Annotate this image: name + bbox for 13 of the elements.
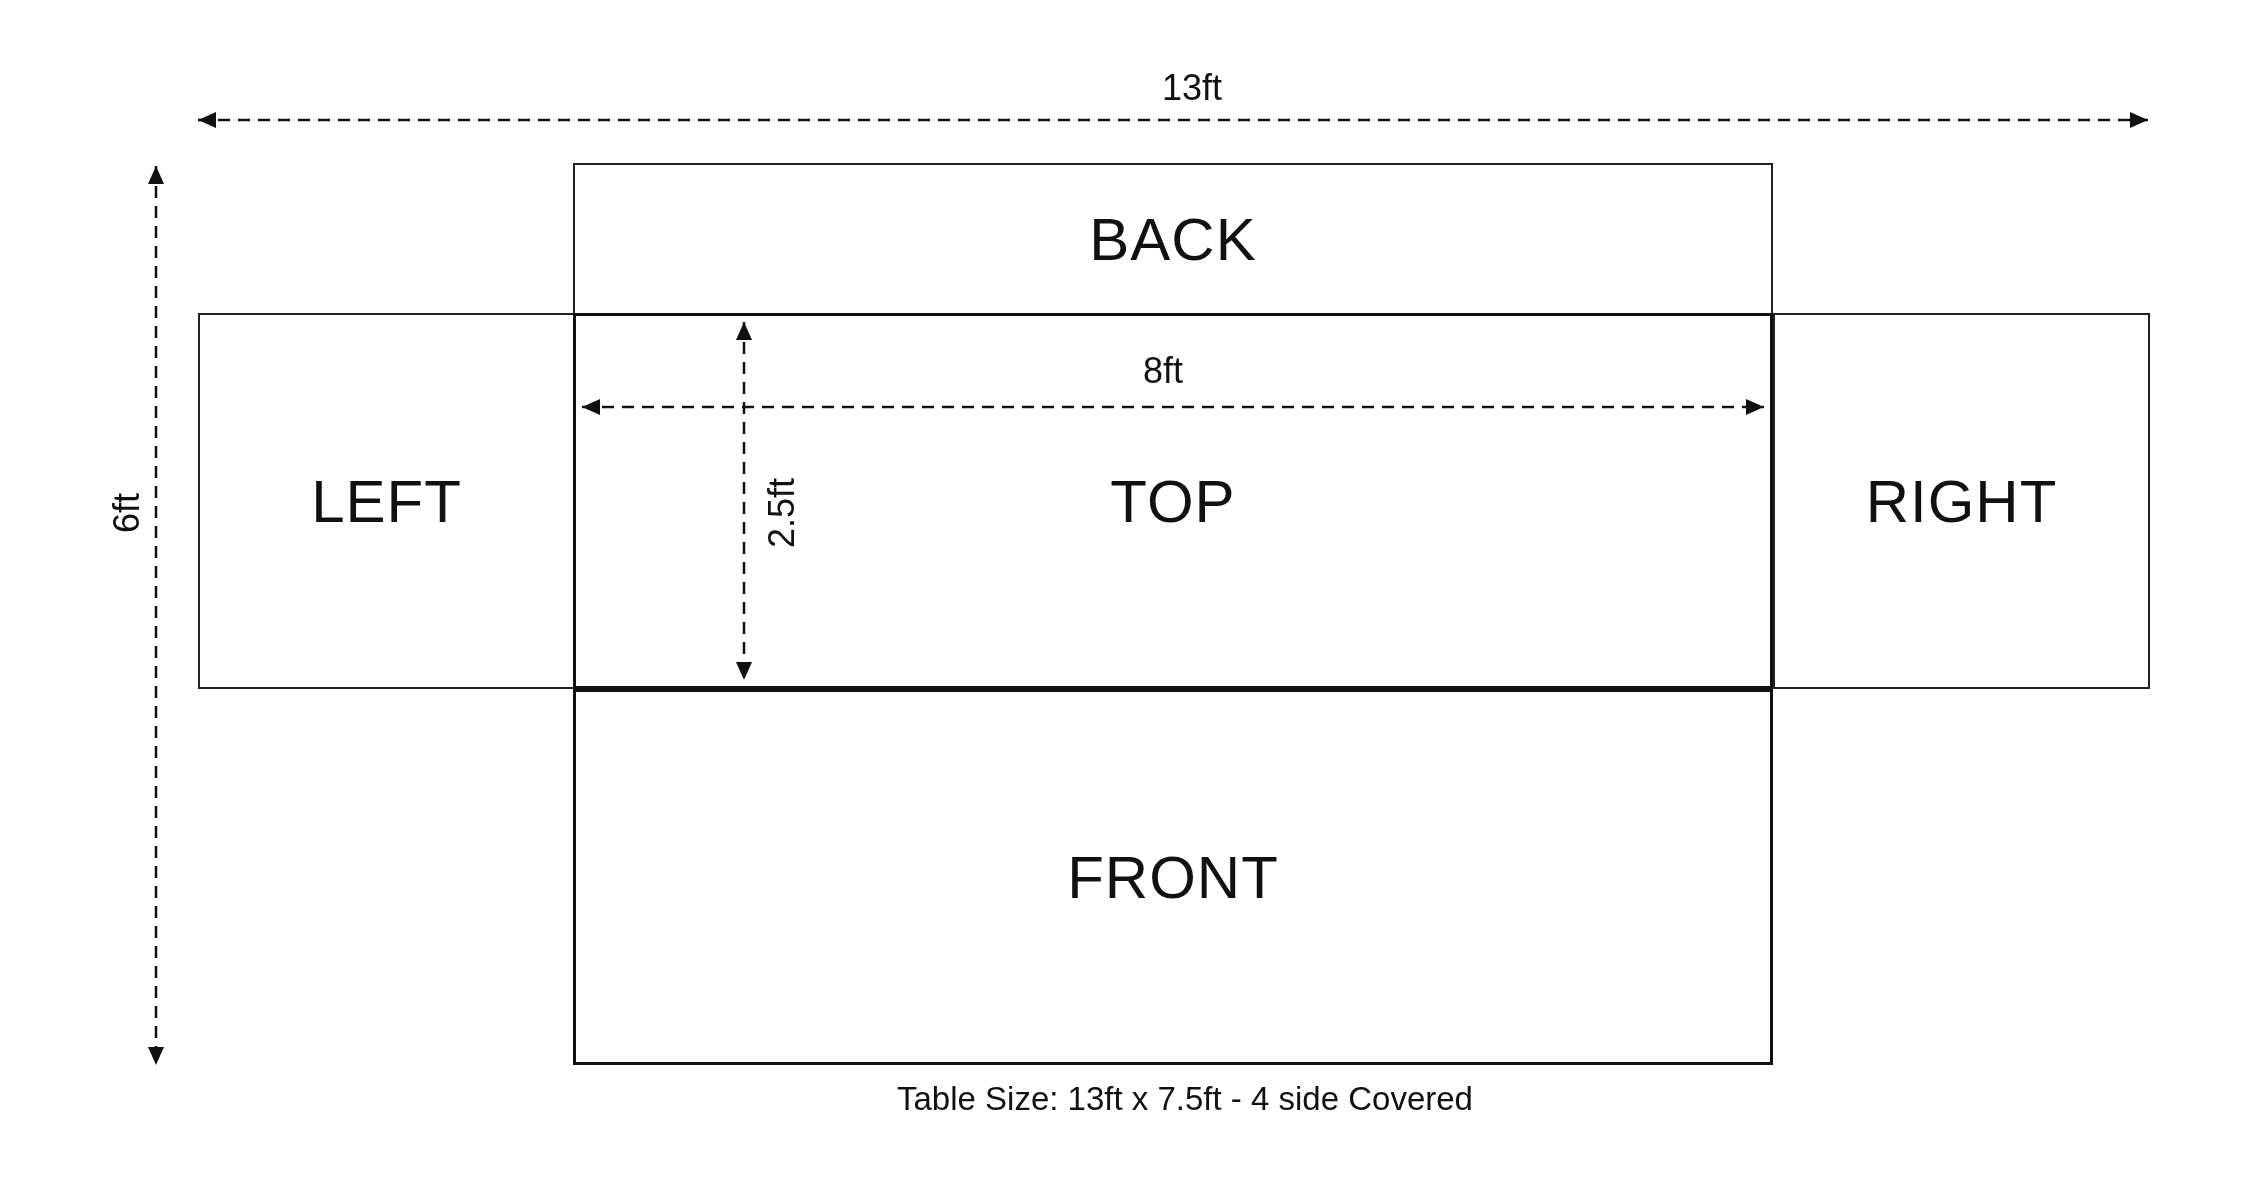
- panel-label: RIGHT: [1865, 466, 2058, 536]
- cover-panel: [573, 689, 1773, 1065]
- panel-label: LEFT: [311, 466, 462, 536]
- cover-panel: [1773, 313, 2150, 689]
- cover-panel: [573, 163, 1773, 315]
- dimension-label: 6ft: [109, 493, 145, 533]
- dimension-label: 2.5ft: [764, 477, 801, 549]
- panel-label: FRONT: [1067, 842, 1279, 912]
- cover-panel: [198, 313, 575, 689]
- panel-label: BACK: [1089, 204, 1257, 274]
- panel-label: TOP: [1110, 466, 1236, 536]
- caption: Table Size: 13ft x 7.5ft - 4 side Covered: [897, 1080, 1473, 1118]
- cover-panel: [573, 313, 1773, 689]
